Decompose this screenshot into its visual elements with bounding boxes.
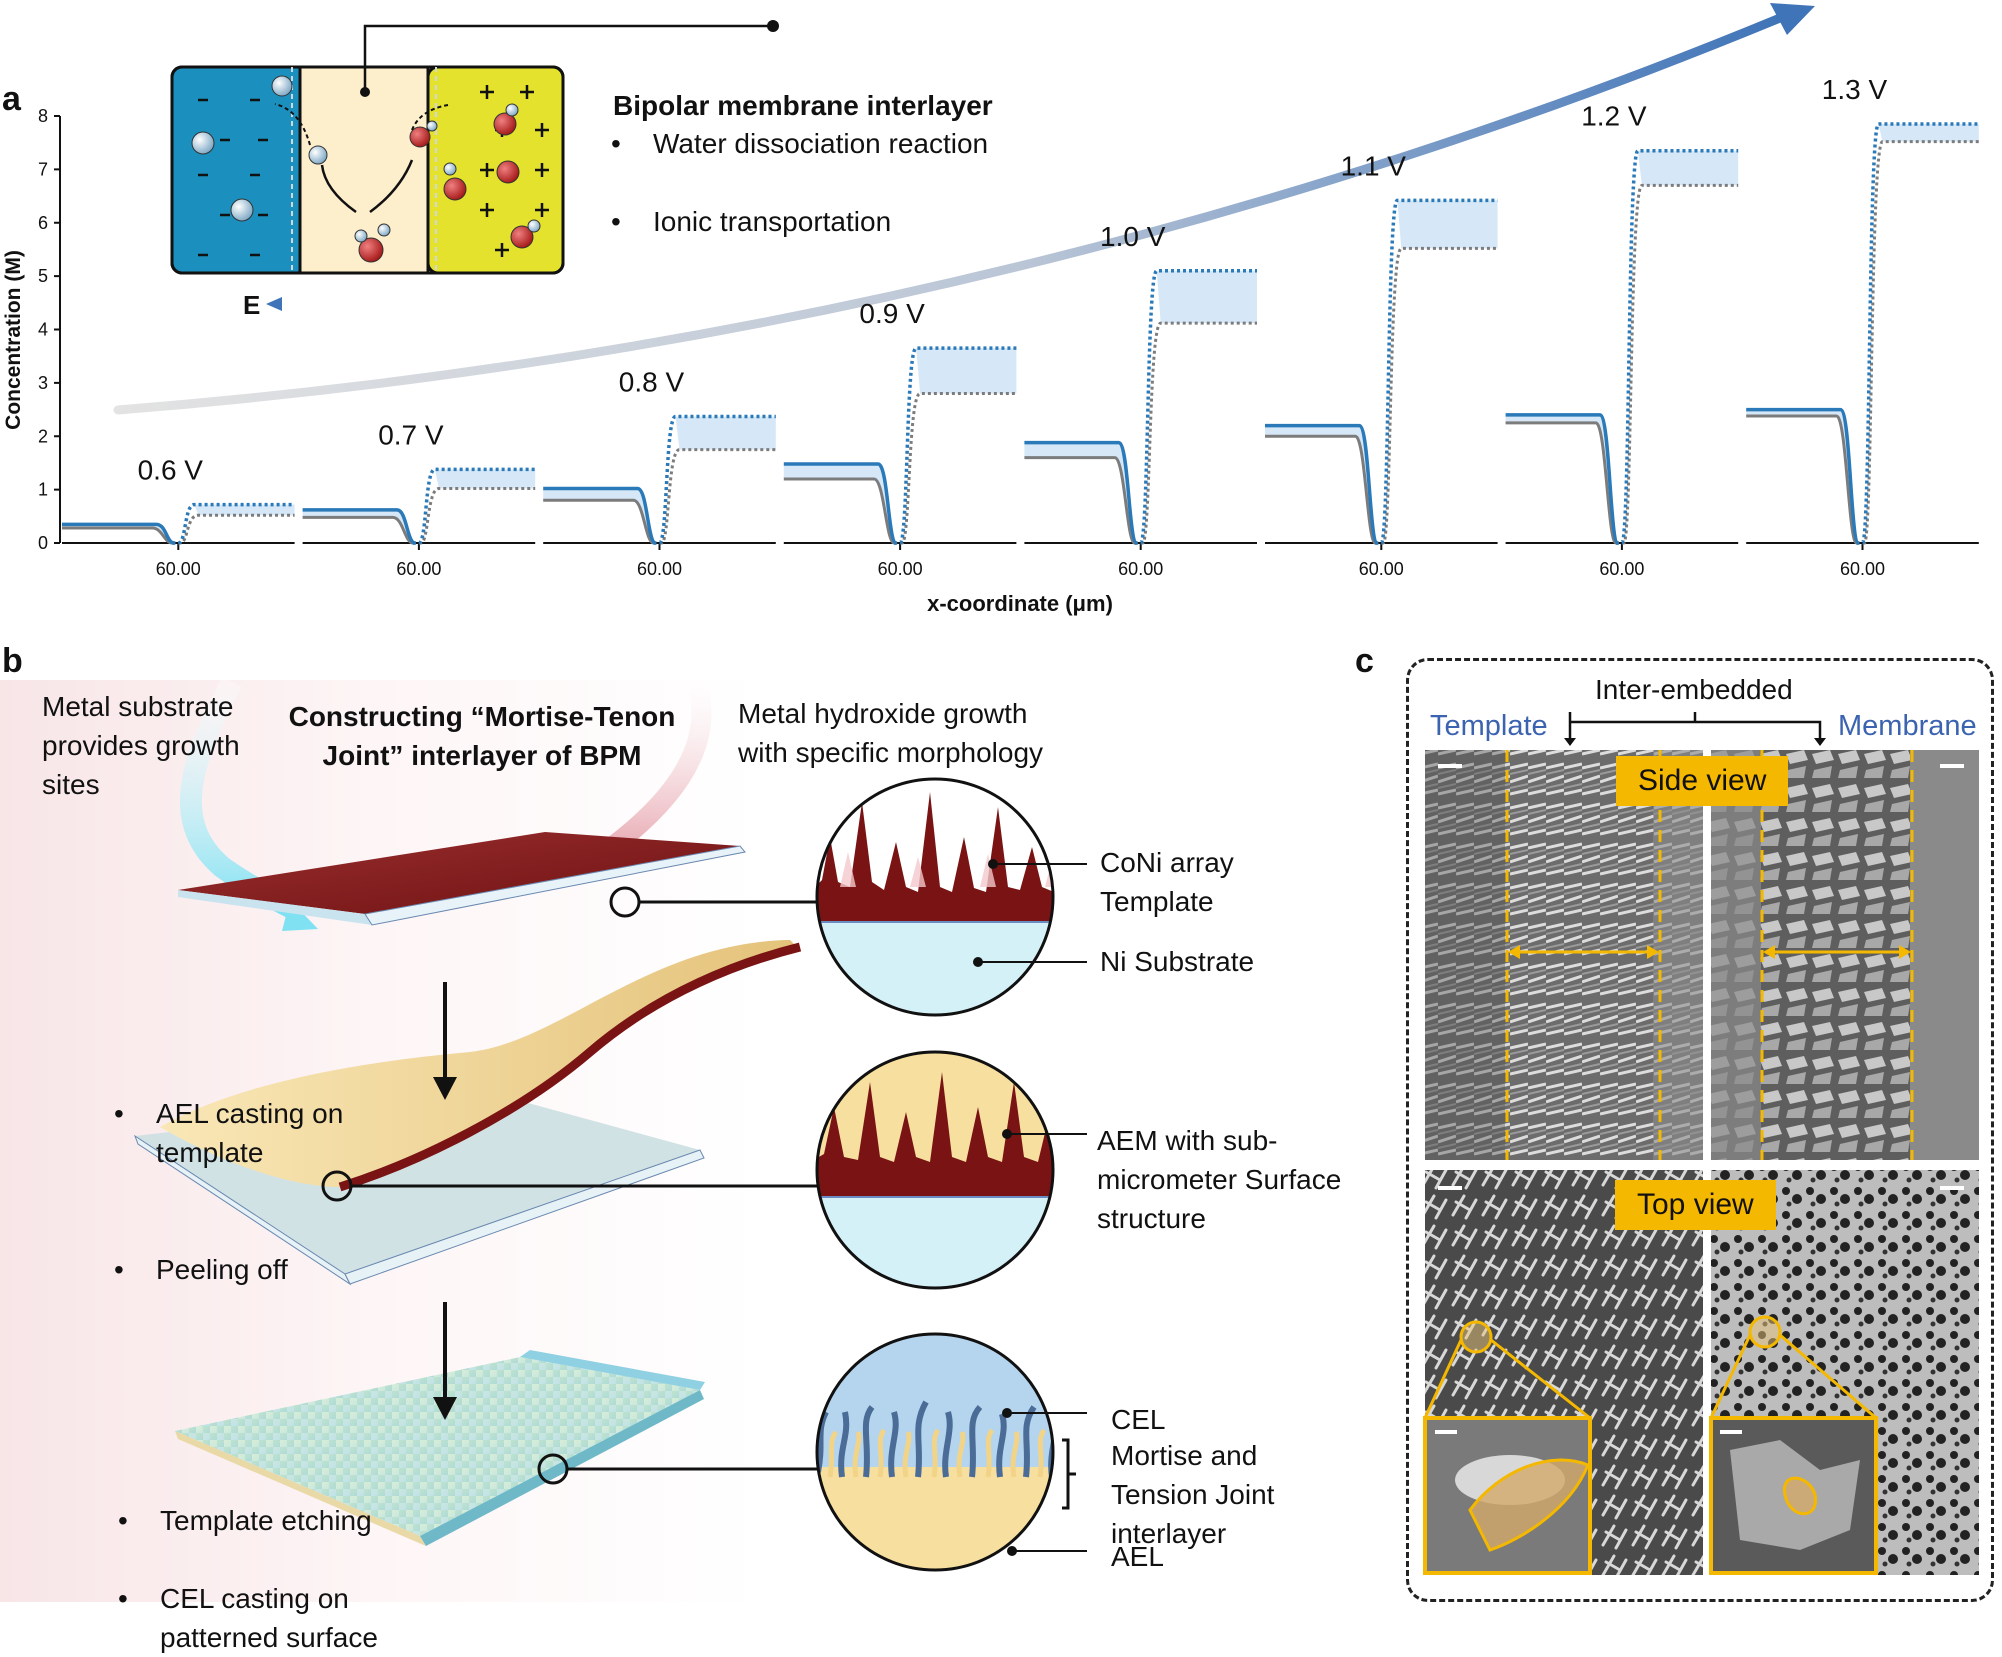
side-view-label: Side view: [1616, 756, 1789, 806]
chart-panel-4: 60.00 0.9 V: [783, 298, 1017, 579]
right-upper-curve: [1856, 122, 1979, 545]
template-label: Template: [1430, 710, 1548, 742]
x-tick-label: 60.00: [1118, 559, 1163, 579]
right-lower-curve: [1134, 321, 1257, 545]
right-lower-curve: [653, 448, 776, 545]
right-upper-curve: [653, 414, 776, 545]
right-lower-curve: [172, 513, 295, 545]
inter-embedded-label: Inter-embedded: [1595, 674, 1793, 705]
left-band-fill: [543, 488, 656, 543]
panel-b-title: Constructing “Mortise-Tenon Joint” inter…: [288, 701, 676, 771]
cation-layer: [170, 65, 309, 275]
step1-bullet-1: AEL casting on template: [112, 1094, 416, 1172]
left-lower-curve: [1746, 414, 1858, 545]
y-tick-label: 3: [38, 373, 48, 393]
y-tick-label: 2: [38, 426, 48, 446]
x-tick-label: 60.00: [1599, 559, 1644, 579]
left-lower-curve: [62, 526, 173, 545]
voltage-label: 0.9 V: [859, 298, 925, 329]
y-tick-label: 1: [38, 480, 48, 500]
right-band-fill: [434, 469, 536, 489]
left-band-fill: [1024, 442, 1137, 543]
right-upper-curve: [412, 467, 536, 545]
step2-bullet-1: Template etching: [116, 1501, 2002, 1540]
membrane-label: Membrane: [1838, 710, 1977, 742]
aem-label: AEM with sub-micrometer Surface structur…: [1097, 1125, 1342, 1234]
voltage-trend-arrowhead: [1770, 3, 1815, 35]
left-lower-curve: [1505, 421, 1618, 545]
step1-bullet-2: Peeling off: [112, 1250, 2002, 1289]
chart-panel-3: 60.00 0.8 V: [543, 367, 776, 579]
right-band-fill: [194, 504, 295, 516]
panel-b-letter: b: [2, 642, 23, 680]
joint-label: Mortise and Tension Joint interlayer: [1111, 1440, 1275, 1549]
cel-label: CEL: [1111, 1404, 1166, 1435]
membrane-inset: E: [170, 20, 779, 320]
chart-panel-7: 60.001.2 V: [1505, 101, 1739, 579]
left-lower-curve: [302, 515, 414, 545]
voltage-label: 0.8 V: [619, 367, 685, 398]
y-axis-label: Concentration (M): [2, 250, 25, 430]
ael-label: AEL: [1111, 1541, 1164, 1572]
voltage-trend-arrow: [113, 13, 1785, 415]
right-band-fill: [1156, 270, 1257, 324]
membrane-frame: [170, 65, 565, 275]
panel-a-letter: a: [2, 80, 21, 118]
x-tick-label: 60.00: [637, 559, 682, 579]
x-tick-label: 60.00: [156, 559, 201, 579]
right-upper-curve: [894, 346, 1017, 545]
left-band-fill: [302, 509, 415, 543]
y-tick-label: 5: [38, 266, 48, 286]
left-lower-curve: [783, 477, 896, 545]
right-lower-curve: [1615, 183, 1739, 545]
left-upper-curve: [1746, 407, 1861, 545]
hydroxide-growth-note: Metal hydroxide growth with specific mor…: [738, 698, 1044, 768]
coni-label: CoNi array Template: [1100, 847, 1234, 917]
top-view-label: Top view: [1615, 1180, 1776, 1230]
panel-a-chart: 0 1 2 3 4 5 6 7 8 Concentration (M) x-coordinate…: [2, 3, 1979, 616]
voltage-label: 0.7 V: [378, 419, 444, 450]
voltage-label: 1.3 V: [1822, 74, 1888, 105]
inset-bullet-1: Water dissociation reaction: [609, 124, 2002, 163]
x-tick-label: 60.00: [396, 559, 441, 579]
y-tick-label: 6: [38, 213, 48, 233]
voltage-label: 0.6 V: [138, 455, 204, 486]
inset-bullet-2: Ionic transportation: [609, 202, 2002, 241]
y-tick-label: 4: [38, 320, 48, 340]
chart-panel-2: 60.00 0.7 V: [302, 419, 536, 579]
left-lower-curve: [543, 498, 655, 545]
left-lower-curve: [1265, 434, 1377, 545]
step2-bullet-2: CEL casting on patterned surface: [116, 1579, 460, 1657]
right-upper-curve: [1134, 269, 1257, 545]
inset-title: Bipolar membrane interlayer: [613, 90, 993, 121]
x-tick-label: 60.00: [878, 559, 923, 579]
field-label: E: [243, 290, 260, 320]
right-band-fill: [675, 416, 776, 450]
panel-c-frame: [1406, 658, 1994, 1602]
right-band-fill: [916, 348, 1017, 394]
right-lower-curve: [412, 487, 536, 545]
right-lower-curve: [894, 392, 1017, 545]
chart-panel-1: 60.00 0.6 V: [62, 455, 295, 579]
x-tick-label: 60.00: [1840, 559, 1885, 579]
chart-panel-5: 60.001.0 V: [1024, 221, 1257, 579]
coni-spikes: [817, 792, 1053, 922]
ni-label: Ni Substrate: [1100, 946, 1255, 977]
y-tick-label: 0: [38, 533, 48, 553]
x-axis-label: x-coordinate (μm): [927, 591, 1113, 616]
right-upper-curve: [172, 502, 295, 545]
y-tick-label: 8: [38, 106, 48, 126]
left-upper-curve: [1505, 413, 1620, 545]
metal-substrate-note: Metal substrate provides growth sites: [42, 691, 240, 800]
right-upper-curve: [1375, 198, 1498, 545]
left-lower-curve: [1024, 456, 1137, 545]
right-lower-curve: [1375, 246, 1498, 545]
x-tick-label: 60.00: [1359, 559, 1404, 579]
left-band-fill: [783, 464, 897, 543]
y-tick-label: 7: [38, 159, 48, 179]
panel-c-letter: c: [1355, 642, 1374, 680]
panel-c-sem: [1423, 712, 1979, 1575]
y-axis: 0 1 2 3 4 5 6 7 8: [38, 106, 61, 553]
